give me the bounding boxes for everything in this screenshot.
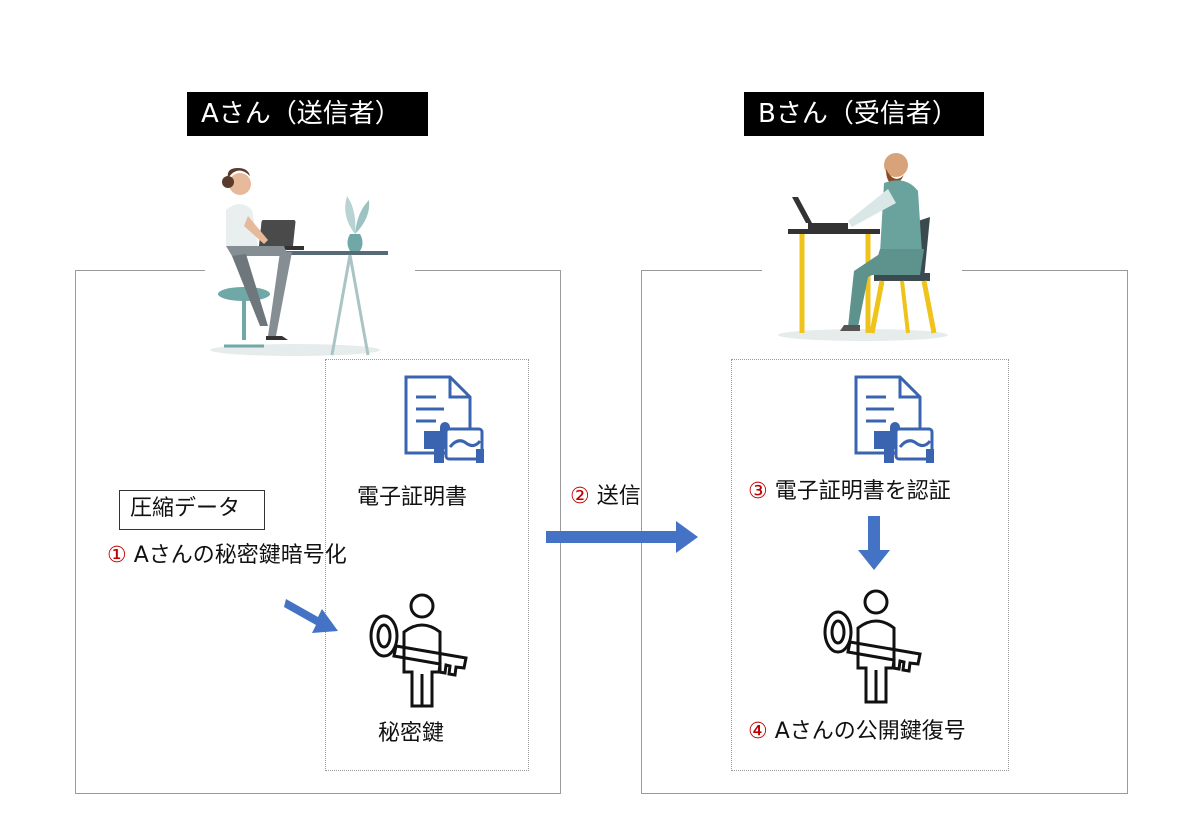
certificate-icon <box>404 375 484 463</box>
encrypt-arrow-icon <box>284 599 338 633</box>
step3-text: ③ 電子証明書を認証 <box>748 478 951 506</box>
verify-down-arrow-icon <box>858 516 890 570</box>
sender-panel-gap <box>205 262 415 278</box>
private-key-label: 秘密鍵 <box>378 721 445 746</box>
step1-label: Aさんの秘密鍵暗号化 <box>133 543 347 568</box>
receiver-cert-key-box <box>731 359 1009 771</box>
step4-text: ④ Aさんの公開鍵復号 <box>748 718 966 746</box>
sender-label: Aさん（送信者） <box>187 92 428 136</box>
sender-illustration <box>210 168 388 356</box>
compressed-data-box: 圧縮データ <box>119 490 265 530</box>
step4-number: ④ <box>748 719 768 744</box>
private-key-person-icon <box>369 593 468 708</box>
step2-number: ② <box>570 484 590 509</box>
certificate-label: 電子証明書 <box>357 485 468 510</box>
receiver-label: Bさん（受信者） <box>744 92 984 136</box>
step2-text: ② 送信 <box>570 483 641 511</box>
step3-number: ③ <box>748 479 768 504</box>
sender-cert-key-box <box>325 359 529 771</box>
step3-label: 電子証明書を認証 <box>774 479 951 504</box>
step1-number: ① <box>107 543 127 568</box>
step1-text: ① Aさんの秘密鍵暗号化 <box>107 542 347 570</box>
receiver-illustration <box>778 153 948 341</box>
public-key-person-icon <box>823 589 922 704</box>
step2-label: 送信 <box>596 484 641 509</box>
step4-label: Aさんの公開鍵復号 <box>774 719 966 744</box>
send-arrow-icon <box>546 521 698 553</box>
receiver-certificate-icon <box>854 375 934 463</box>
